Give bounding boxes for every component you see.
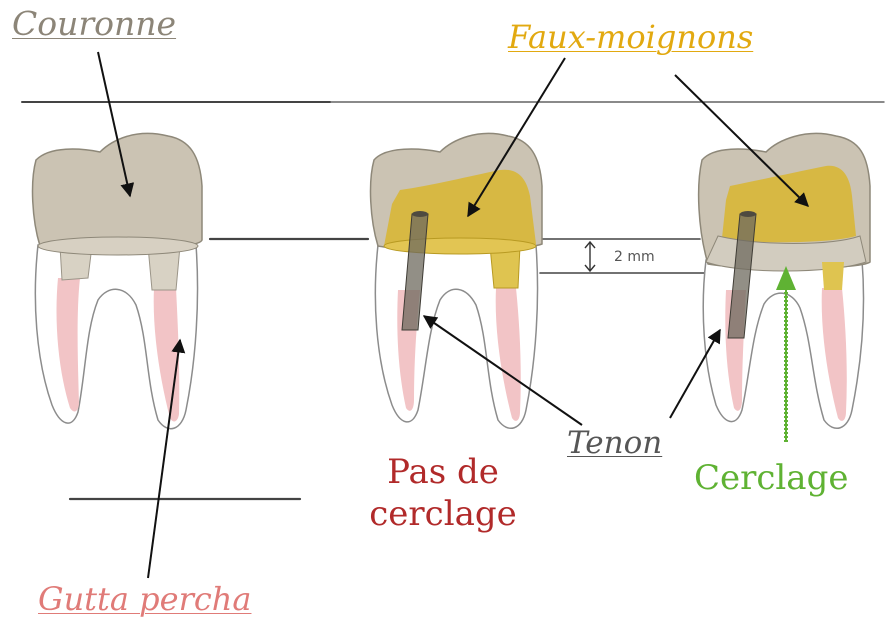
tooth-crown-gutta — [33, 133, 202, 428]
dimension-marker — [585, 242, 595, 271]
tooth-3-core-extension — [822, 262, 844, 290]
tooth-1-crown — [33, 133, 202, 251]
tenon-label: Tenon — [567, 425, 662, 461]
pas-de-cerclage-label: Pas de cerclage — [368, 451, 518, 535]
tooth-no-ferrule — [371, 133, 542, 428]
faux-moignons-label: Faux-moignons — [508, 18, 753, 56]
dimension-label: 2 mm — [614, 249, 655, 265]
gutta-percha-label: Gutta percha — [38, 580, 251, 618]
couronne-label: Couronne — [12, 4, 176, 43]
tooth-2-core-base — [384, 238, 536, 254]
cerclage-label: Cerclage — [694, 458, 848, 498]
tooth-1-crown-base — [38, 237, 198, 255]
